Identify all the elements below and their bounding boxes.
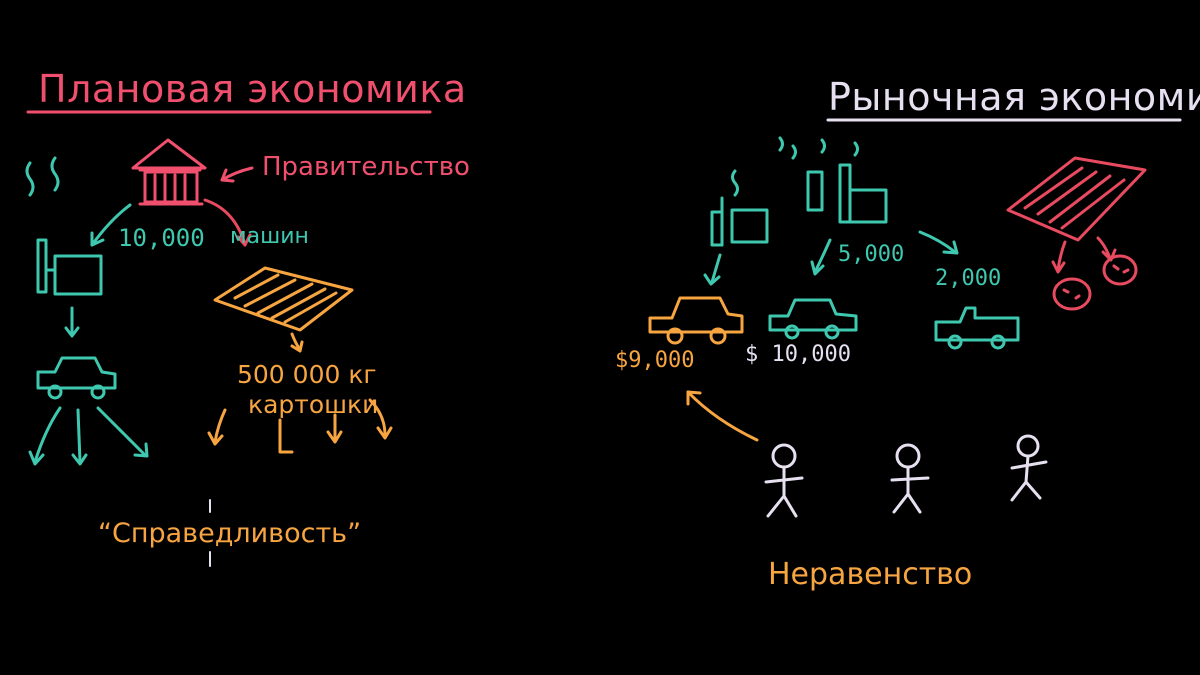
car-icon — [648, 296, 744, 345]
left-title: Плановая экономика — [38, 67, 467, 111]
right-title: Рыночная экономика — [828, 75, 1200, 119]
potato-amount: 500 000 кг — [237, 360, 377, 389]
arrow-icon — [203, 198, 252, 247]
right-count-b: 2,000 — [935, 266, 1002, 291]
factory-icon — [25, 156, 103, 296]
arrow-icon — [810, 230, 959, 276]
arrow-icon — [64, 306, 80, 338]
arrow-icon — [290, 332, 304, 353]
potato-icon — [1102, 254, 1138, 286]
price-b: $ 10,000 — [745, 342, 851, 367]
right-count-a: 5,000 — [838, 242, 905, 267]
potato-unit: картошки — [248, 390, 379, 419]
stick-figure-icon — [764, 443, 804, 518]
potato-icon — [1052, 277, 1092, 311]
arrow-icon — [90, 203, 132, 247]
car-icon — [36, 356, 117, 400]
arrow-icon — [207, 398, 393, 454]
arrow-icon — [703, 253, 722, 286]
right-outcome: Неравенство — [768, 557, 973, 592]
truck-icon — [934, 306, 1020, 350]
factory-icon — [710, 169, 769, 247]
arrow-icon — [220, 166, 254, 183]
price-a: $9,000 — [615, 348, 695, 373]
arrow-icon — [28, 406, 149, 466]
car-icon — [768, 298, 858, 340]
arrow-icon — [686, 390, 759, 442]
government-label: Правительство — [262, 152, 470, 182]
government-building-icon — [131, 138, 207, 206]
stick-figure-icon — [890, 443, 930, 514]
potato-field-icon — [1006, 156, 1147, 242]
left-outcome: “Справедливость” — [98, 518, 362, 549]
left-cars-count: 10,000 — [118, 224, 205, 252]
stick-figure-icon — [1010, 434, 1048, 502]
potato-field-icon — [213, 266, 354, 332]
factory-icon — [778, 136, 888, 224]
left-cars-unit: машин — [230, 224, 309, 249]
